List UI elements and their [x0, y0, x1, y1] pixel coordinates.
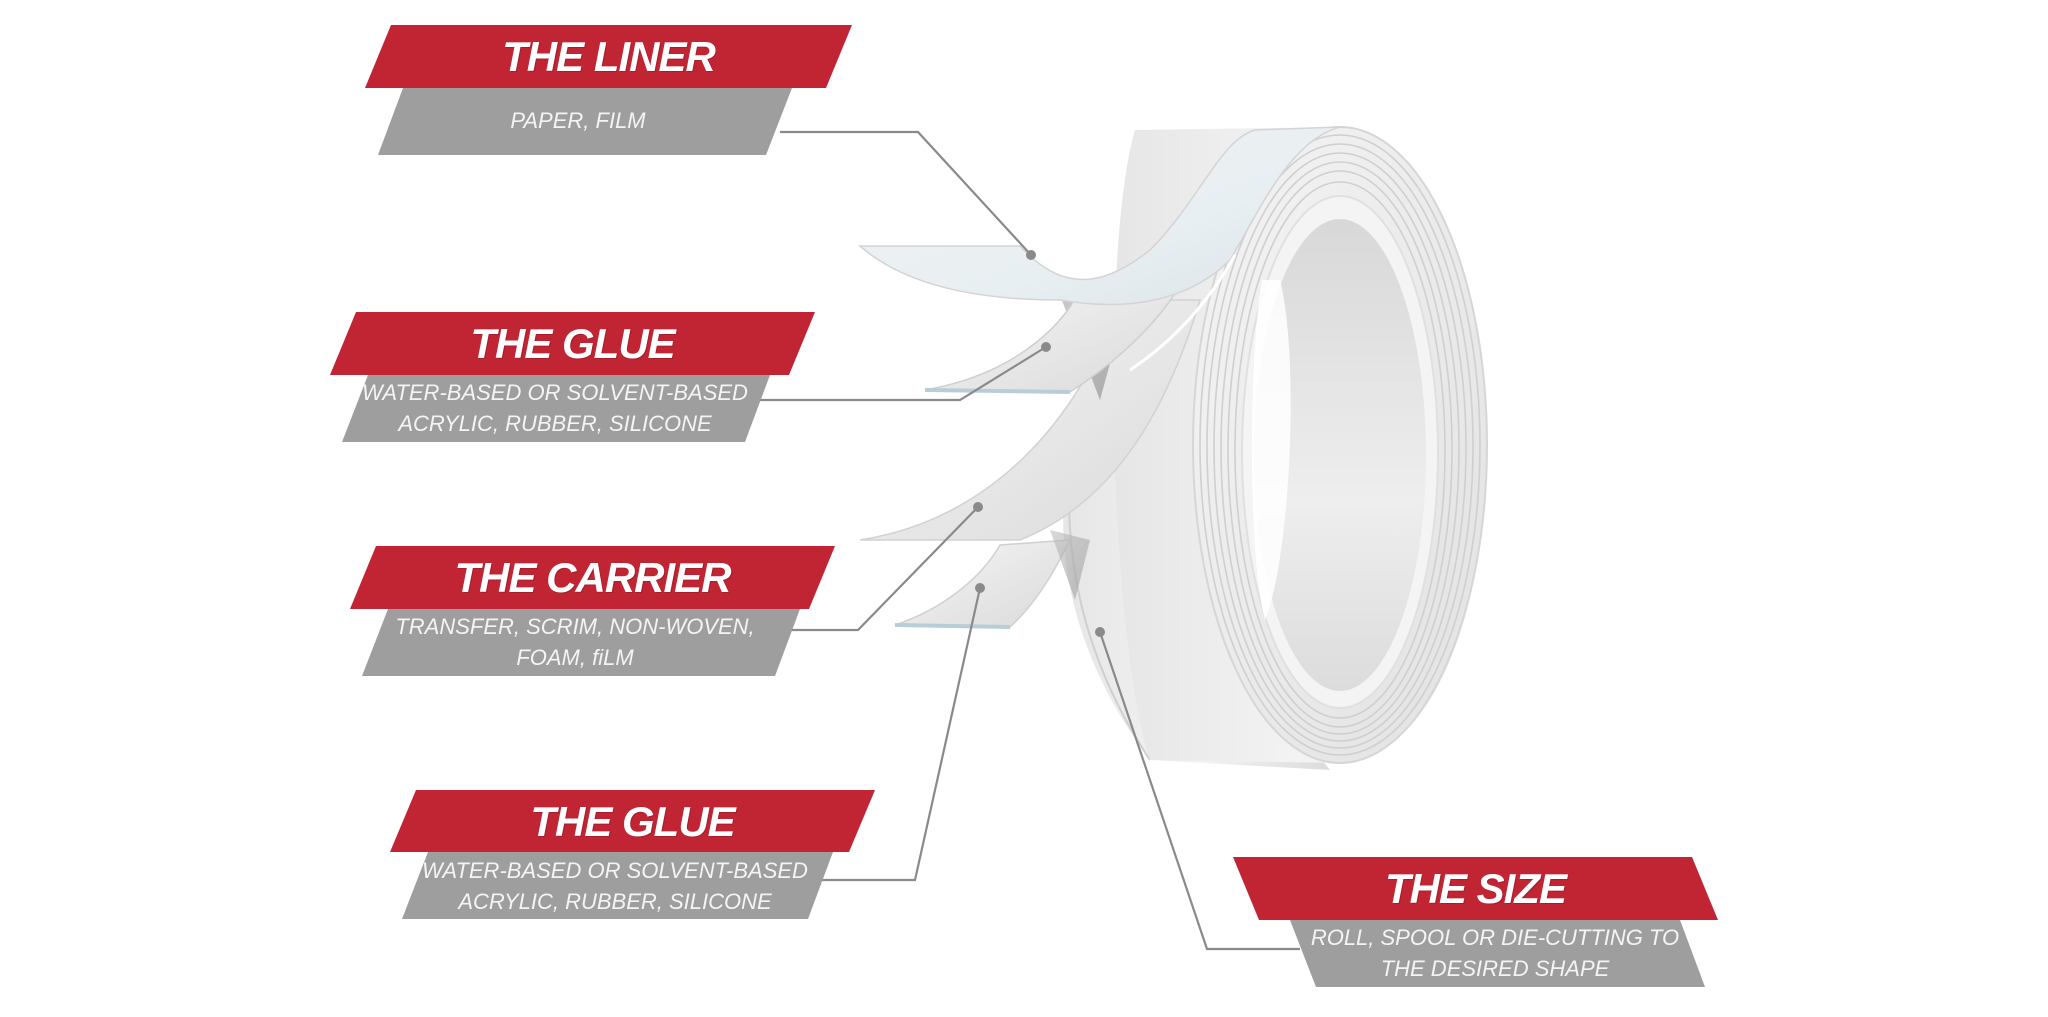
- dot-glue-top: [1041, 342, 1051, 352]
- label-glue-bottom-desc: WATER-BASED OR SOLVENT-BASED ACRYLIC, RU…: [405, 855, 825, 917]
- label-glue-top-desc-line: WATER-BASED OR SOLVENT-BASED: [362, 380, 748, 405]
- label-size-title: THE SIZE: [1384, 865, 1567, 912]
- label-liner-desc: PAPER, FILM: [378, 105, 778, 136]
- label-glue-bottom-desc-line: WATER-BASED OR SOLVENT-BASED: [422, 858, 808, 883]
- leader-carrier: [770, 506, 979, 632]
- label-glue-bottom-title: THE GLUE: [530, 798, 735, 845]
- peeled-layers: [858, 126, 1341, 629]
- banner-glue-bottom-red: [390, 790, 875, 852]
- label-size-desc-line: ROLL, SPOOL OR DIE-CUTTING TO: [1310, 925, 1680, 950]
- leader-glue-top: [738, 346, 1047, 402]
- tape-roll: [1113, 126, 1488, 764]
- label-carrier-desc-line: FOAM, fiLM: [516, 645, 634, 670]
- leader-glue-bottom: [800, 587, 982, 882]
- leader-dots: [973, 250, 1105, 637]
- label-liner-title: THE LINER: [502, 33, 716, 80]
- banner-carrier-red: [350, 546, 835, 609]
- leader-size: [1098, 631, 1300, 951]
- banner-carrier-grey: [362, 609, 800, 676]
- label-glue-top-title: THE GLUE: [470, 320, 675, 367]
- banner-size-red: [1233, 857, 1718, 920]
- label-carrier-title: THE CARRIER: [454, 554, 731, 601]
- label-glue-top-desc-line: ACRYLIC, RUBBER, SILICONE: [398, 411, 712, 436]
- dot-carrier: [973, 502, 983, 512]
- dot-glue-bottom: [975, 583, 985, 593]
- banner-size-grey: [1290, 920, 1705, 987]
- label-glue-top-desc: WATER-BASED OR SOLVENT-BASED ACRYLIC, RU…: [345, 377, 765, 439]
- banner-glue-top-grey: [342, 375, 770, 442]
- leader-lines: [738, 130, 1300, 951]
- label-carrier-desc-line: TRANSFER, SCRIM, NON-WOVEN,: [395, 614, 755, 639]
- label-size-desc: ROLL, SPOOL OR DIE-CUTTING TO THE DESIRE…: [1295, 922, 1695, 984]
- dot-size: [1095, 627, 1105, 637]
- banner-glue-bottom-grey: [402, 852, 833, 919]
- label-glue-bottom-desc-line: ACRYLIC, RUBBER, SILICONE: [458, 889, 772, 914]
- banner-liner-red: [365, 25, 852, 88]
- label-carrier-desc: TRANSFER, SCRIM, NON-WOVEN, FOAM, fiLM: [370, 611, 780, 673]
- label-size-desc-line: THE DESIRED SHAPE: [1380, 956, 1610, 981]
- leader-liner: [780, 130, 1032, 256]
- banner-liner-grey: [378, 88, 792, 155]
- banner-shapes: [330, 25, 1718, 987]
- label-liner-desc-line: PAPER, FILM: [510, 108, 646, 133]
- banner-glue-top-red: [330, 312, 815, 375]
- dot-liner: [1026, 250, 1036, 260]
